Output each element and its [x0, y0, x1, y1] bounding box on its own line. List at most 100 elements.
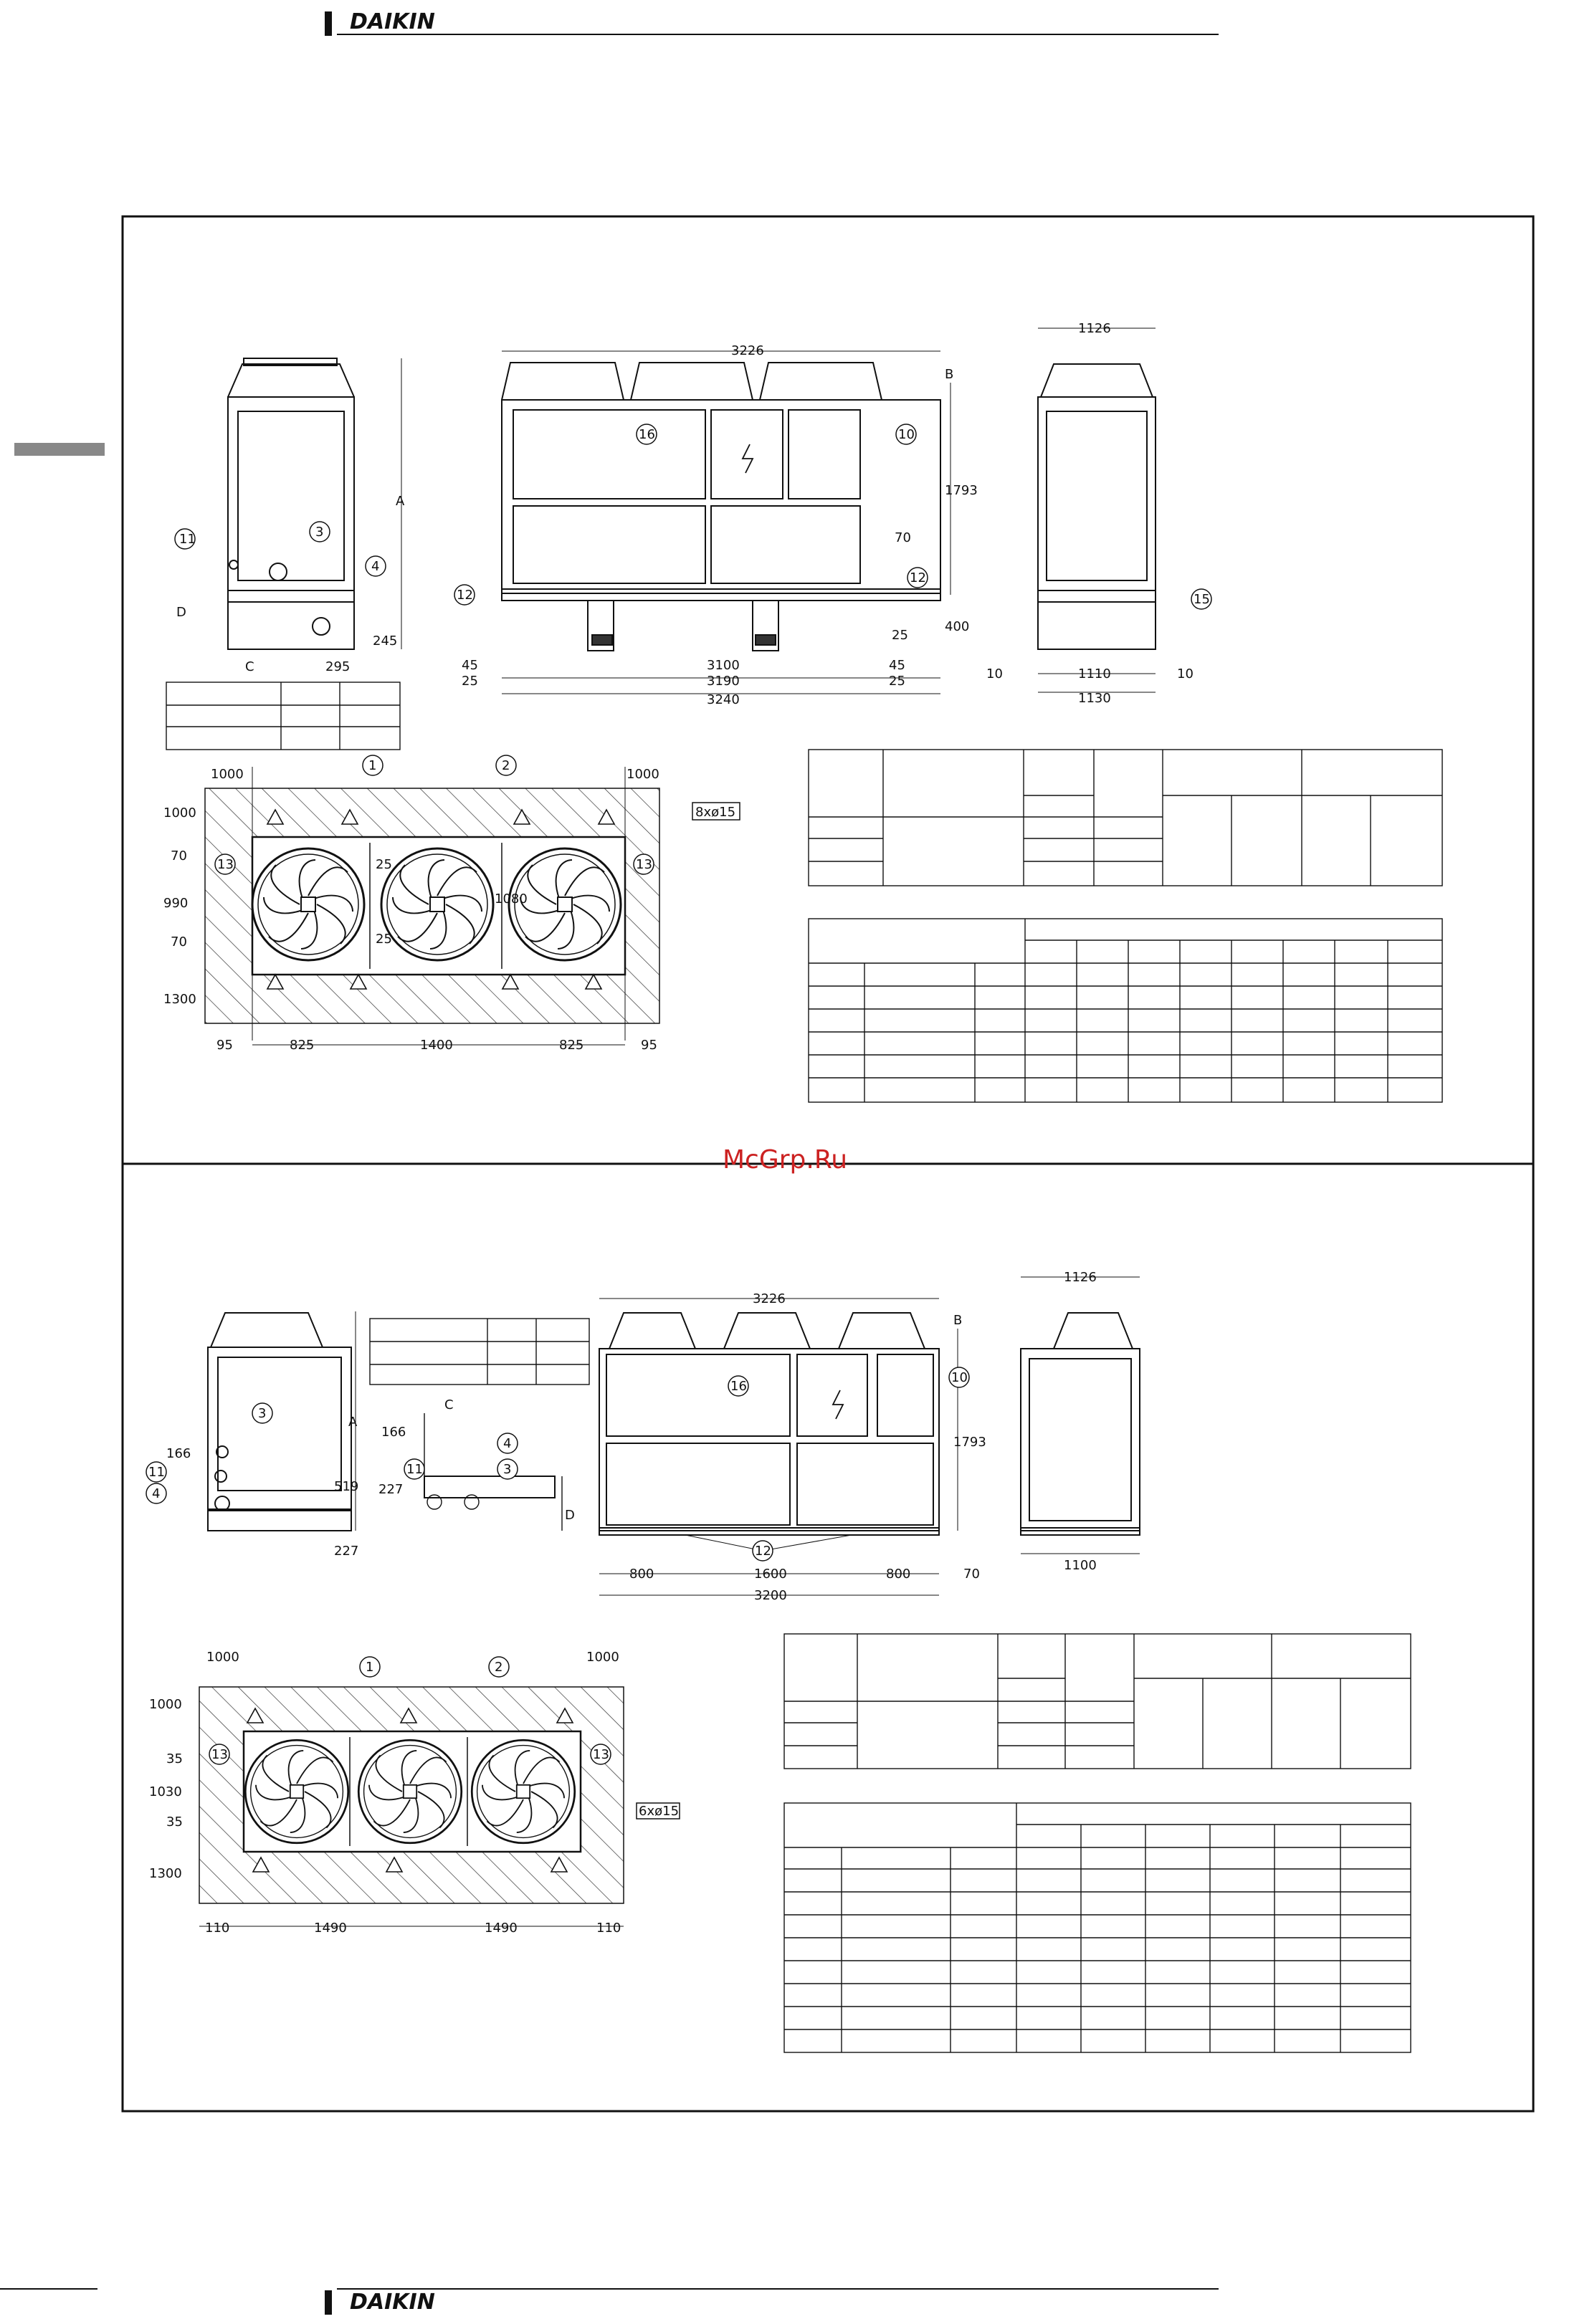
bottom-front-view: 3226 B 1793 800 1600 800 70 3200 16 10 1…	[599, 1291, 986, 1603]
dim-b: B	[953, 1313, 962, 1328]
dim-1490-right: 1490	[485, 1921, 518, 1936]
dim-1793: 1793	[953, 1435, 986, 1450]
dim-10-left: 10	[986, 666, 1003, 682]
callout-10: 10	[951, 1370, 968, 1385]
dim-70: 70	[963, 1567, 980, 1582]
dim-825-right: 825	[559, 1038, 583, 1053]
dim-1080: 1080	[495, 891, 528, 907]
dim-1130: 1130	[1078, 691, 1111, 706]
dim-800-left: 800	[629, 1567, 654, 1582]
dim-110-right: 110	[596, 1921, 621, 1936]
dim-70-a: 70	[171, 848, 187, 864]
callout-2: 2	[502, 758, 510, 773]
dim-d: D	[565, 1508, 575, 1523]
dim-10-right: 10	[1177, 666, 1194, 682]
top-side-view-left	[227, 358, 402, 650]
dim-1000-top-right: 1000	[626, 767, 659, 782]
callout-16: 16	[730, 1379, 747, 1394]
footer: DAIKIN	[0, 2288, 1219, 2315]
dim-25-left: 25	[462, 674, 478, 689]
dim-c: C	[444, 1397, 454, 1412]
dim-110-left: 110	[205, 1921, 229, 1936]
dim-990: 990	[163, 896, 188, 911]
dim-295: 295	[325, 659, 350, 674]
dim-1300: 1300	[149, 1866, 182, 1881]
callout-11: 11	[179, 532, 196, 547]
dim-25-a: 25	[376, 857, 392, 872]
dim-1793: 1793	[945, 483, 978, 498]
callout-15: 15	[1194, 592, 1210, 607]
dim-b: B	[945, 367, 953, 382]
callout-11: 11	[406, 1462, 423, 1477]
callout-12: 12	[457, 588, 473, 603]
dim-3190: 3190	[707, 674, 740, 689]
dim-35-b: 35	[166, 1814, 183, 1830]
dim-400: 400	[945, 619, 969, 634]
callout-11: 11	[148, 1465, 165, 1480]
callout-10: 10	[898, 427, 915, 442]
dim-1126: 1126	[1078, 321, 1111, 336]
bottom-drawing-frame	[121, 1162, 1535, 2113]
dim-95-right: 95	[641, 1038, 657, 1053]
dim-3226: 3226	[753, 1291, 786, 1306]
callout-2: 2	[495, 1660, 502, 1675]
dim-166: 166	[166, 1446, 191, 1461]
header: DAIKIN	[325, 9, 1219, 36]
callout-1: 1	[368, 758, 376, 773]
dim-3226: 3226	[731, 343, 764, 358]
dim-1110: 1110	[1078, 666, 1111, 682]
bottom-data-tables	[783, 1633, 1411, 2053]
watermark: McGrp.Ru	[723, 1145, 847, 1175]
dim-1000-top-left: 1000	[211, 767, 244, 782]
dim-1126: 1126	[1064, 1270, 1097, 1285]
top-plan-view: 1000 1000 1000 70 990 70 1300 25 25 1080…	[163, 755, 740, 1053]
callout-3: 3	[503, 1462, 511, 1477]
dim-25: 25	[892, 628, 908, 643]
dim-45-left: 45	[462, 658, 478, 673]
holes-label: 8xø15	[695, 805, 735, 820]
dim-1600: 1600	[754, 1567, 787, 1582]
dim-245: 245	[373, 633, 397, 649]
dim-a: A	[348, 1415, 358, 1430]
dim-825-left: 825	[290, 1038, 314, 1053]
dim-800-right: 800	[886, 1567, 910, 1582]
dim-35-a: 35	[166, 1751, 183, 1766]
bottom-side-view-right: 1126 1100	[1020, 1270, 1140, 1573]
dim-1490-left: 1490	[314, 1921, 347, 1936]
holes-label: 6xø15	[639, 1804, 679, 1819]
bottom-detail-view: 166 227 C D 11 4 3	[369, 1318, 590, 1531]
dim-3200: 3200	[754, 1588, 787, 1603]
callout-3: 3	[315, 525, 323, 540]
dim-1100: 1100	[1064, 1558, 1097, 1573]
callout-1: 1	[366, 1660, 373, 1675]
bottom-side-view-left: A 166 519 227 3 11 4	[146, 1311, 358, 1559]
dim-519: 519	[334, 1479, 358, 1494]
dim-166: 166	[381, 1425, 406, 1440]
dim-1000-left: 1000	[163, 805, 196, 821]
callout-4: 4	[371, 559, 379, 574]
callout-13: 13	[636, 857, 652, 872]
callout-13: 13	[217, 857, 234, 872]
dim-1000-top-right: 1000	[586, 1650, 619, 1665]
top-front-view: 3226 B 1793 400 70 25 3100 3190 3240 45 …	[454, 343, 978, 707]
callout-3: 3	[258, 1406, 266, 1421]
dim-1030: 1030	[149, 1784, 182, 1799]
daikin-logo: DAIKIN	[350, 2290, 435, 2315]
dim-25-b: 25	[376, 932, 392, 947]
dim-1000-left: 1000	[149, 1697, 182, 1712]
bottom-plan-view: 1000 1000 1000 35 1030 35 1300 6xø15 110…	[149, 1650, 680, 1936]
dim-95-left: 95	[216, 1038, 233, 1053]
dim-d: D	[176, 605, 186, 620]
dim-a: A	[396, 494, 405, 509]
top-side-view-right: 1126 1110 1130 10 10 15	[986, 321, 1212, 706]
callout-12: 12	[910, 570, 926, 585]
callout-12: 12	[755, 1544, 771, 1559]
dim-3100: 3100	[707, 658, 740, 673]
dim-45-right: 45	[889, 658, 905, 673]
callout-13: 13	[211, 1747, 228, 1762]
dim-1000-top-left: 1000	[206, 1650, 239, 1665]
callout-13: 13	[593, 1747, 609, 1762]
dim-227: 227	[334, 1544, 358, 1559]
daikin-logo: DAIKIN	[350, 9, 435, 34]
